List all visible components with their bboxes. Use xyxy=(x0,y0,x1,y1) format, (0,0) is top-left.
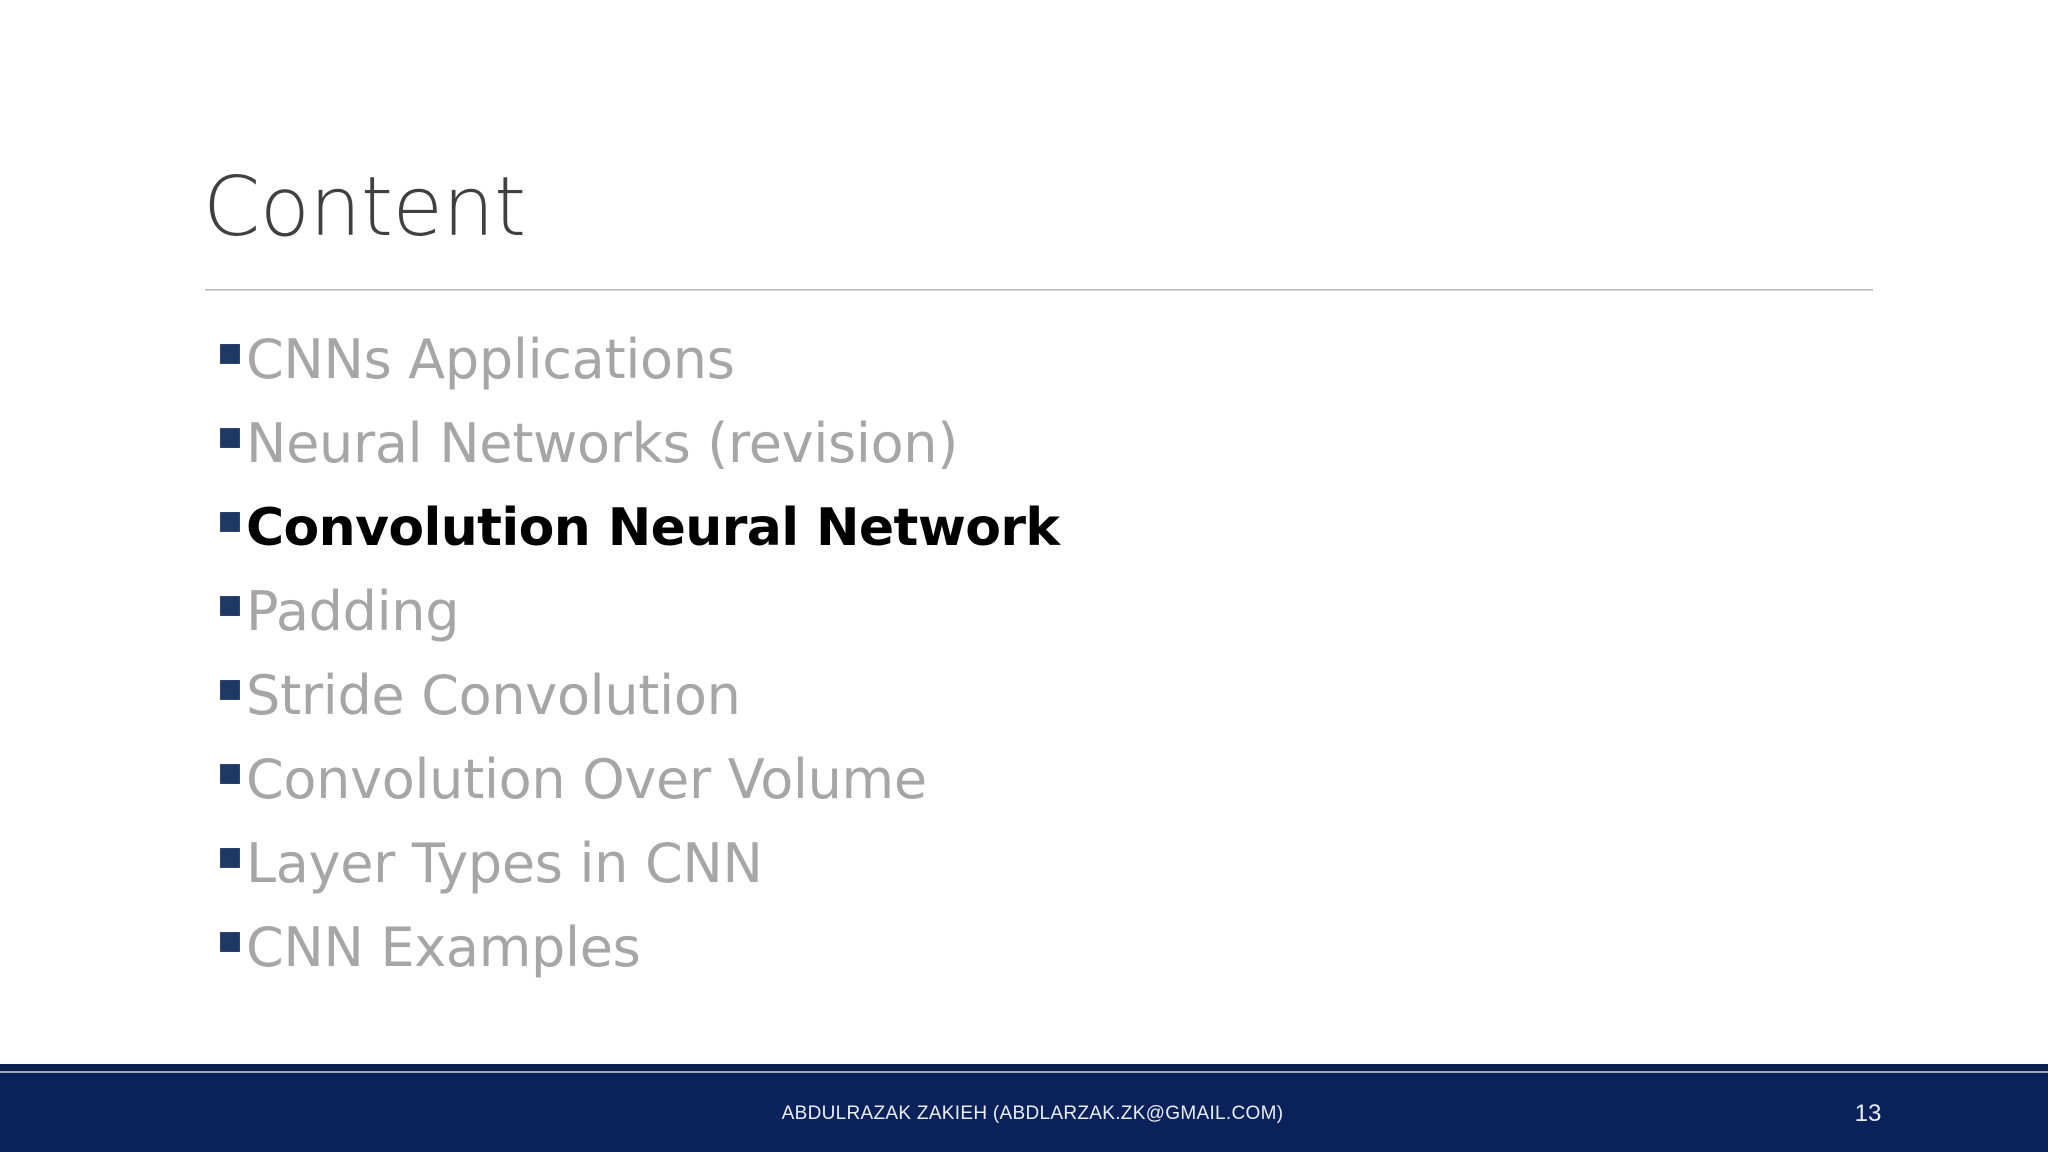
square-bullet-icon xyxy=(220,596,240,616)
outline-item[interactable]: Neural Networks (revision) xyxy=(220,402,1920,486)
square-bullet-icon xyxy=(220,848,240,868)
outline-item-current[interactable]: Convolution Neural Network xyxy=(220,486,1920,570)
outline-item-label: CNNs Applications xyxy=(246,328,735,391)
outline-item[interactable]: Layer Types in CNN xyxy=(220,822,1920,906)
footer-author-note: ABDULRAZAK ZAKIEH (ABDLARZAK.ZK@GMAIL.CO… xyxy=(781,1103,1284,1124)
footer-top-strip xyxy=(0,1064,2048,1071)
outline-item[interactable]: Stride Convolution xyxy=(220,654,1920,738)
outline-item[interactable]: Padding xyxy=(220,570,1920,654)
title-divider xyxy=(205,289,1873,291)
square-bullet-icon xyxy=(220,512,240,532)
slide-footer xyxy=(0,1064,2048,1152)
outline-item-label: Layer Types in CNN xyxy=(246,832,763,895)
outline-item-label: Padding xyxy=(246,580,460,643)
square-bullet-icon xyxy=(220,428,240,448)
page-title: Content xyxy=(203,160,526,255)
outline-item-label: Convolution Over Volume xyxy=(246,748,927,811)
square-bullet-icon xyxy=(220,764,240,784)
outline-item-label: Convolution Neural Network xyxy=(246,498,1060,558)
outline-item[interactable]: Convolution Over Volume xyxy=(220,738,1920,822)
outline-item[interactable]: CNNs Applications xyxy=(220,318,1920,402)
page-number: 13 xyxy=(1854,1100,1882,1127)
outline-item-label: CNN Examples xyxy=(246,916,641,979)
outline-item-label: Neural Networks (revision) xyxy=(246,412,958,475)
footer-band xyxy=(0,1073,2048,1152)
square-bullet-icon xyxy=(220,344,240,364)
square-bullet-icon xyxy=(220,932,240,952)
outline-item-label: Stride Convolution xyxy=(246,664,741,727)
square-bullet-icon xyxy=(220,680,240,700)
footer-separator-line xyxy=(0,1071,2048,1073)
outline-item[interactable]: CNN Examples xyxy=(220,906,1920,990)
